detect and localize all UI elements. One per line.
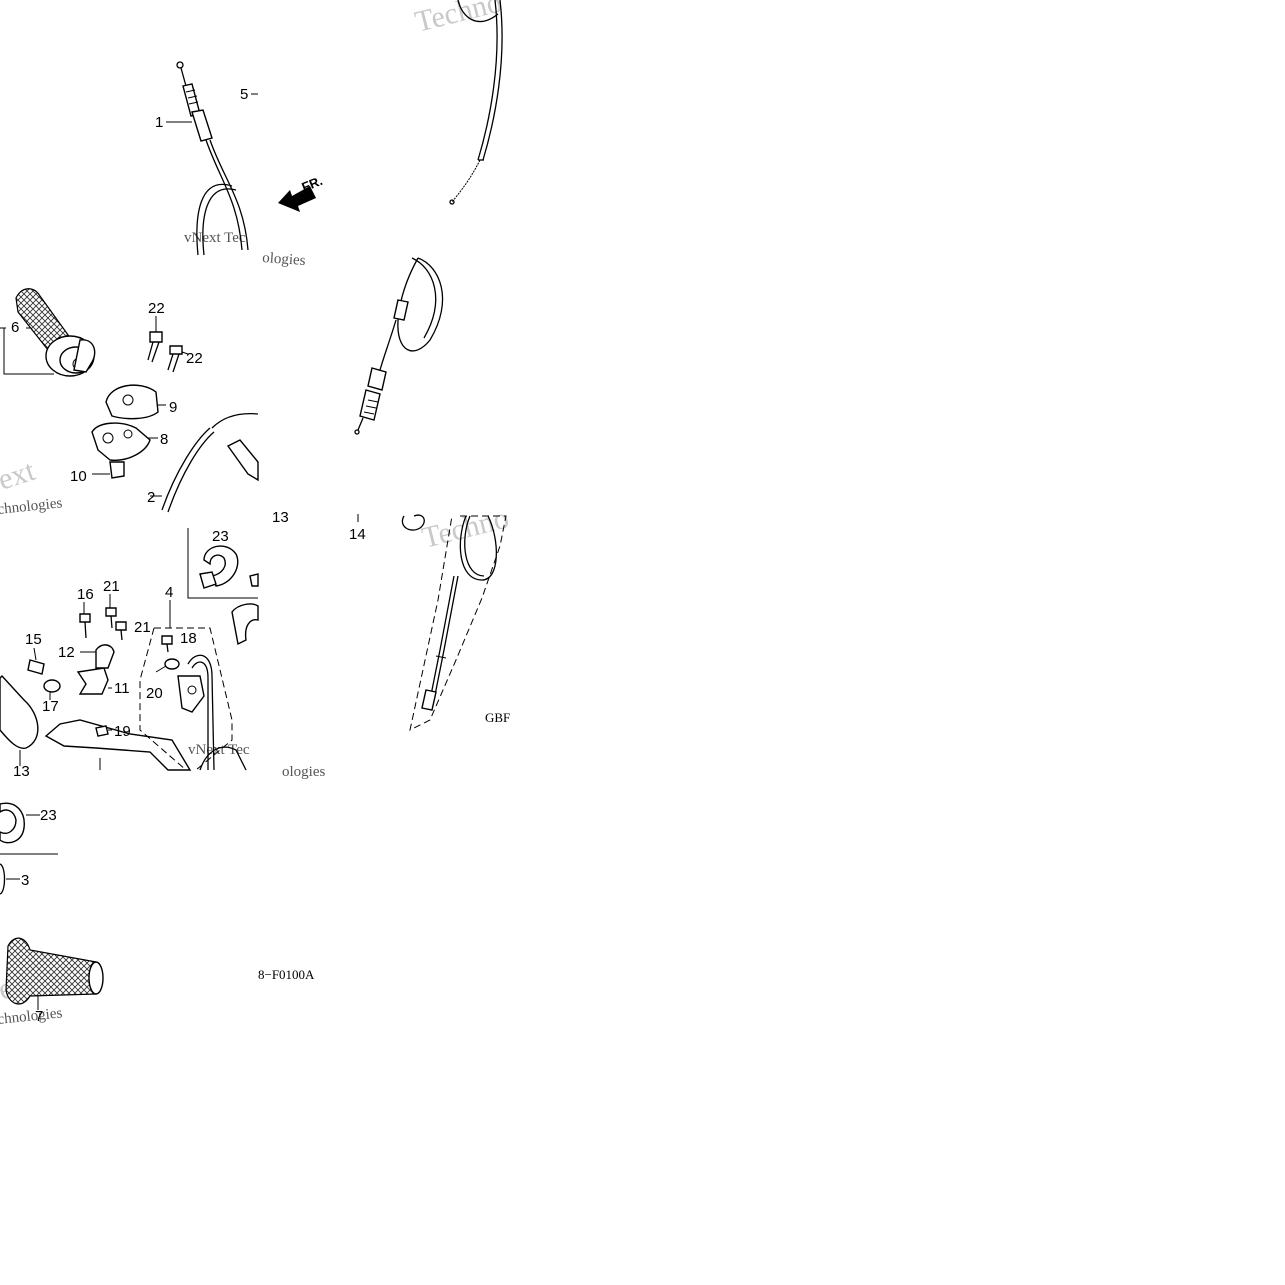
callout-label: 22 — [148, 300, 165, 317]
callout-label: 15 — [25, 631, 42, 648]
diagram-code: 8−F0100A — [258, 967, 315, 982]
callout-label: 13 — [272, 509, 289, 526]
callout-label: 9 — [169, 399, 177, 416]
callout-label: 5 — [240, 86, 248, 103]
callout-label: 21 — [134, 619, 151, 636]
direction-arrow-icon: FR. — [278, 173, 325, 212]
callout-label: 3 — [21, 872, 29, 889]
callout-label: 10 — [70, 468, 87, 485]
callout-label: 21 — [103, 578, 120, 595]
callout-labels: 1 5 6 22 22 9 8 10 2 13 14 23 4 16 21 21… — [0, 86, 366, 1025]
watermark-text: ext — [0, 454, 40, 497]
watermark-text: ologies — [282, 764, 325, 780]
diagram-code-partial: GBF — [485, 710, 510, 725]
callout-label: 17 — [42, 698, 59, 715]
callout-label: 14 — [349, 526, 366, 543]
callout-label: 13 — [13, 763, 30, 780]
clamp-23-upper — [199, 545, 259, 646]
callout-label: 8 — [160, 431, 168, 448]
watermark-layer: Techno Techno vNext Tec ologies ext chno… — [0, 0, 512, 1028]
callout-label: 11 — [114, 680, 130, 697]
callout-label: 16 — [77, 586, 94, 603]
callout-label: 23 — [212, 528, 229, 545]
throttle-cable-upper — [176, 61, 249, 256]
callout-label: 4 — [165, 584, 173, 601]
callout-label: 19 — [114, 723, 131, 740]
callout-label: 22 — [186, 350, 203, 367]
callout-label: 18 — [180, 630, 197, 647]
inset-box — [187, 528, 258, 599]
bolts-22 — [147, 316, 189, 373]
callout-label: 23 — [40, 807, 57, 824]
throttle-cable-lower — [150, 412, 259, 513]
cable-inset-lower — [357, 514, 507, 731]
throttle-grip-assembly — [15, 288, 96, 377]
callout-label: 6 — [11, 319, 19, 336]
housing-parts-9-8 — [91, 384, 166, 479]
switch-assembly-4 — [139, 600, 247, 771]
watermark-text: vNext Tec — [184, 230, 246, 246]
lever-hardware — [0, 594, 192, 771]
callout-label: 7 — [35, 1008, 43, 1025]
cable-long-upper — [449, 0, 503, 205]
callout-label: 2 — [147, 489, 155, 506]
callout-label: 1 — [155, 114, 163, 131]
left-grip-7 — [5, 937, 104, 1010]
watermark-text: Techno — [412, 0, 505, 39]
cable-adjuster — [354, 257, 444, 435]
watermark-text: chnologies — [0, 495, 63, 518]
callout-label: 20 — [146, 685, 163, 702]
clamp-23-lower — [0, 802, 58, 895]
callout-label: 12 — [58, 644, 75, 661]
watermark-text: vNext Tec — [188, 742, 250, 758]
watermark-text: chnologies — [0, 1005, 63, 1028]
direction-label: FR. — [300, 173, 325, 195]
watermark-text: ologies — [262, 250, 307, 269]
